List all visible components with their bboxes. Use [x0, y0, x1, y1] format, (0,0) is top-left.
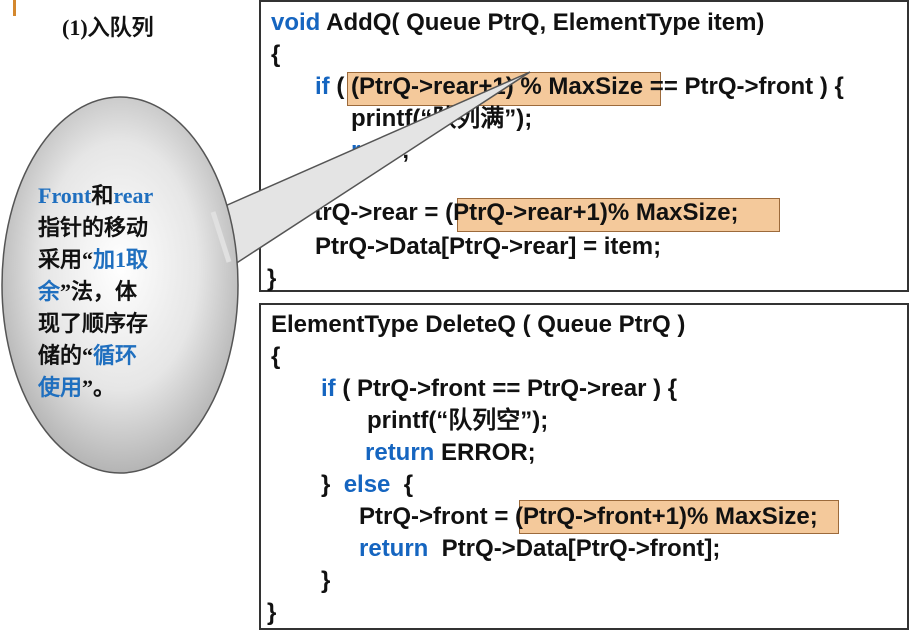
callout-line6a: 储的“: [38, 343, 94, 368]
callout-line3a: 采用“: [38, 247, 94, 272]
rear-text-a: trQ->rear: [301, 199, 425, 226]
callout-line6b: 循环: [93, 343, 138, 368]
front-text-a: PtrQ->front: [359, 503, 495, 530]
if-text-a: (: [329, 73, 351, 100]
deleteq-code-box: ElementType DeleteQ ( Queue PtrQ ) { if …: [259, 303, 909, 630]
rear-text-b: e;: [717, 199, 739, 226]
callout-text: Front和rear 指针的移动 采用“加1取 余”法，体 现了顺序存 储的“循…: [38, 180, 188, 404]
addq-signature: void AddQ( Queue PtrQ, ElementType item): [271, 8, 764, 38]
callout-front: Front: [38, 183, 92, 208]
return-text: ERROR;: [434, 439, 536, 466]
keyword-return: ret: [351, 137, 382, 164]
rear-highlight-text: = (PtrQ->rear+1)% MaxSiz: [424, 199, 718, 226]
deleteq-printf-line: printf(“队列空”);: [367, 407, 549, 434]
keyword-void: void: [271, 9, 321, 36]
addq-open-brace: {: [271, 41, 281, 68]
callout-line4a: 余: [38, 279, 61, 304]
front-highlight-text: = (PtrQ->front+1)% MaxSiz: [494, 503, 797, 530]
keyword-if: if: [315, 73, 330, 100]
callout-line-7: 使用”。: [38, 372, 188, 404]
deleteq-inner-close: }: [321, 567, 331, 594]
addq-return-line: ret ;: [351, 136, 410, 166]
callout-line-1: Front和rear: [38, 180, 188, 212]
addq-if-line: if ( (PtrQ->rear+1) % MaxSize == PtrQ->f…: [315, 72, 844, 102]
return2-text: PtrQ->Data[PtrQ->front];: [428, 535, 721, 562]
accent-line: [13, 0, 16, 16]
callout-line7a: 使用: [38, 375, 83, 400]
deleteq-front-line: PtrQ->front = (PtrQ->front+1)% MaxSize;: [359, 502, 818, 532]
deleteq-return-line: return ERROR;: [365, 438, 536, 468]
keyword-return: return: [365, 439, 435, 466]
keyword-return: return: [359, 535, 429, 562]
callout-line4b: ”法，体: [60, 279, 138, 304]
signature-text: AddQ( Queue PtrQ, ElementType item): [320, 9, 765, 36]
callout-line-2: 指针的移动: [38, 215, 149, 240]
addq-data-line: PtrQ->Data[PtrQ->rear] = item;: [315, 233, 662, 260]
addq-printf-line: printf(“队列满”);: [351, 105, 533, 132]
front-text-b: e;: [796, 503, 818, 530]
callout-line-4: 余”法，体: [38, 276, 188, 308]
addq-rear-line: trQ->rear = (PtrQ->rear+1)% MaxSize;: [301, 198, 739, 228]
section-title: (1)入队列: [62, 15, 154, 40]
callout-line7b: ”。: [82, 375, 116, 400]
keyword-else: else: [343, 471, 391, 498]
callout-line-5: 现了顺序存: [38, 311, 149, 336]
deleteq-return2-line: return PtrQ->Data[PtrQ->front];: [359, 534, 720, 564]
callout-and: 和: [91, 183, 114, 208]
if-highlight-text: (PtrQ->rear+1) % MaxSiz: [351, 73, 630, 100]
if-text: ( PtrQ->front == PtrQ->rear ) {: [335, 375, 678, 402]
deleteq-signature: ElementType DeleteQ ( Queue PtrQ ): [271, 311, 686, 338]
else-text-a: }: [321, 471, 344, 498]
else-text-b: {: [390, 471, 414, 498]
deleteq-close-brace: }: [267, 599, 277, 626]
addq-code-box: void AddQ( Queue PtrQ, ElementType item)…: [259, 0, 909, 292]
keyword-if: if: [321, 375, 336, 402]
deleteq-else-line: } else {: [321, 470, 413, 500]
callout-line-6: 储的“循环: [38, 340, 188, 372]
addq-close-brace: }: [267, 265, 277, 292]
if-text-b: e == PtrQ->front ) {: [629, 73, 844, 100]
callout-line3b: 加1取: [93, 247, 149, 272]
deleteq-if-line: if ( PtrQ->front == PtrQ->rear ) {: [321, 374, 677, 404]
front-assign-highlight: [519, 500, 839, 534]
return-text: ;: [381, 137, 410, 164]
callout-rear: rear: [113, 183, 154, 208]
deleteq-open-brace: {: [271, 343, 281, 370]
callout-line-3: 采用“加1取: [38, 244, 188, 276]
